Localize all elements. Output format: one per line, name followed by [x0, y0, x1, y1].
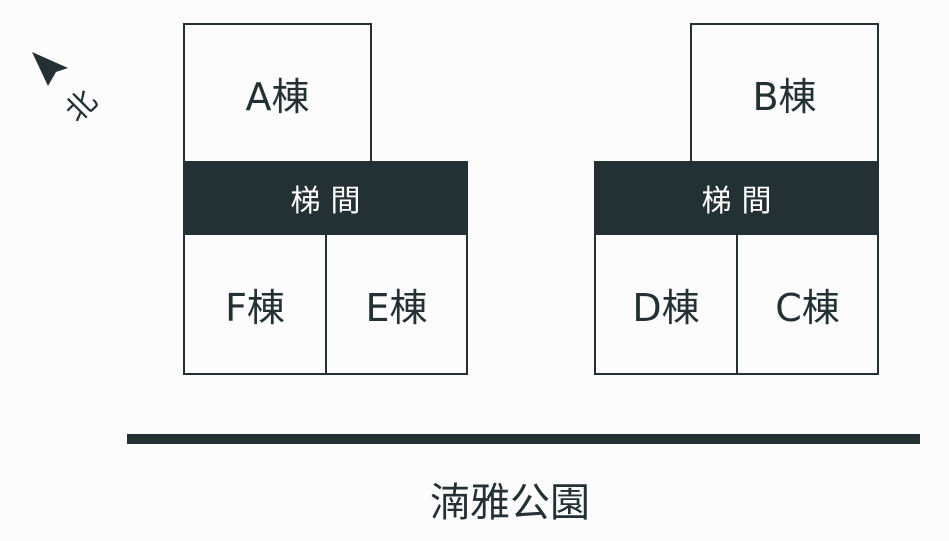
stairwell-left: 梯間 [183, 161, 468, 235]
unit-d: D棟 [594, 233, 738, 375]
stairwell-right-label: 梯間 [701, 184, 782, 219]
stairwell-right: 梯間 [594, 161, 879, 235]
unit-c: C棟 [736, 233, 879, 375]
north-arrow-icon [32, 52, 68, 86]
road-line [127, 434, 920, 444]
unit-f-label: F棟 [225, 285, 285, 330]
unit-e: E棟 [325, 233, 468, 375]
unit-a: A棟 [183, 23, 372, 163]
unit-b-label: B棟 [752, 74, 817, 119]
unit-b: B棟 [690, 23, 879, 163]
park-label: 湳雅公園 [430, 480, 590, 526]
unit-a-label: A棟 [245, 74, 310, 119]
unit-c-label: C棟 [775, 285, 840, 330]
unit-d-label: D棟 [632, 285, 700, 330]
unit-f: F棟 [183, 233, 327, 375]
unit-e-label: E棟 [365, 285, 428, 330]
stairwell-left-label: 梯間 [290, 184, 371, 219]
